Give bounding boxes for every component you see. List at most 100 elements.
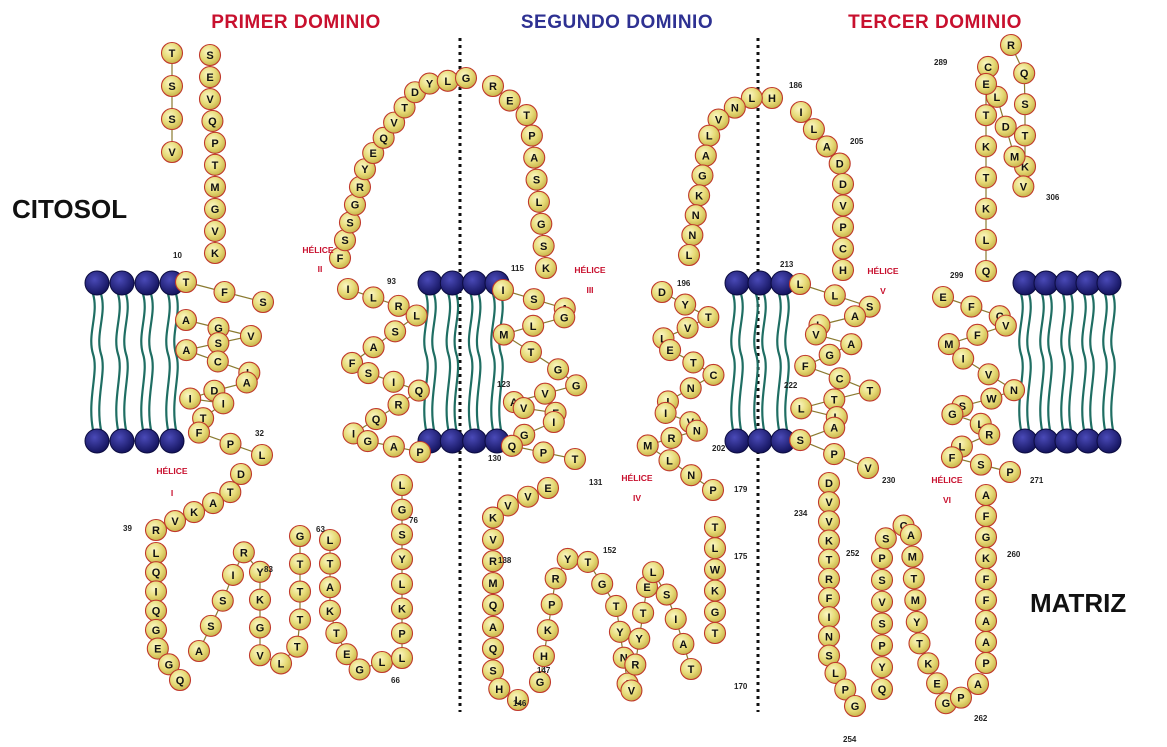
residue-number: 93: [387, 277, 396, 286]
svg-text:A: A: [326, 582, 334, 594]
svg-text:S: S: [391, 326, 398, 338]
svg-text:T: T: [169, 48, 176, 60]
residue-a: A: [695, 145, 716, 166]
residue-m: M: [637, 435, 658, 456]
svg-text:E: E: [982, 79, 989, 91]
svg-text:T: T: [983, 172, 990, 184]
svg-text:T: T: [183, 277, 190, 289]
svg-text:S: S: [663, 590, 670, 602]
svg-text:Y: Y: [398, 554, 406, 566]
svg-text:S: S: [825, 651, 832, 663]
svg-text:E: E: [206, 72, 213, 84]
residue-t: T: [176, 272, 197, 293]
residue-t: T: [290, 581, 311, 602]
lipid-tail: [432, 294, 435, 430]
svg-text:N: N: [1010, 385, 1018, 397]
residue-number: 130: [488, 454, 502, 463]
svg-text:S: S: [365, 368, 372, 380]
residue-d: D: [652, 282, 673, 303]
lipid-tail: [1090, 294, 1093, 430]
svg-text:S: S: [530, 294, 537, 306]
residue-d: D: [829, 153, 850, 174]
svg-text:IV: IV: [633, 493, 641, 503]
residue-a: A: [845, 306, 866, 327]
svg-text:N: N: [731, 103, 739, 115]
residue-t: T: [683, 352, 704, 373]
svg-text:R: R: [489, 81, 497, 93]
svg-text:V: V: [168, 147, 176, 159]
lipid-head: [725, 429, 749, 453]
residue-r: R: [483, 76, 504, 97]
svg-text:V: V: [520, 403, 528, 415]
residue-g: G: [548, 359, 569, 380]
svg-text:S: S: [215, 338, 222, 350]
svg-text:I: I: [231, 570, 234, 582]
lipid-bilayer-1: [85, 271, 184, 453]
residue-a: A: [189, 641, 210, 662]
residue-number: 252: [846, 549, 860, 558]
lipid-head: [1055, 429, 1079, 453]
residue-i: I: [146, 581, 167, 602]
residue-s: S: [253, 292, 274, 313]
residue-r: R: [146, 520, 167, 541]
residue-t: T: [705, 623, 726, 644]
svg-text:N: N: [687, 383, 695, 395]
residue-c: C: [703, 364, 724, 385]
svg-text:HÉLICE: HÉLICE: [621, 473, 653, 483]
svg-text:S: S: [341, 235, 348, 247]
residue-v: V: [819, 492, 840, 513]
svg-text:F: F: [974, 330, 981, 342]
residue-k: K: [819, 530, 840, 551]
residue-l: L: [392, 648, 413, 669]
lipid-tail: [99, 294, 102, 430]
helix-label-v: HÉLICE V: [867, 266, 899, 296]
svg-text:T: T: [523, 110, 530, 122]
lipid-tail: [731, 294, 734, 430]
svg-text:V: V: [390, 118, 398, 130]
svg-text:I: I: [552, 417, 555, 429]
svg-text:I: I: [154, 586, 157, 598]
residue-g: G: [705, 601, 726, 622]
svg-text:S: S: [977, 460, 984, 472]
svg-text:P: P: [842, 684, 849, 696]
residue-k: K: [536, 258, 557, 279]
svg-text:V: V: [985, 369, 993, 381]
svg-text:T: T: [640, 608, 647, 620]
svg-text:L: L: [706, 131, 713, 143]
svg-text:S: S: [1021, 99, 1028, 111]
residue-l: L: [705, 538, 726, 559]
residue-r: R: [819, 568, 840, 589]
svg-text:A: A: [182, 345, 190, 357]
residue-l: L: [790, 274, 811, 295]
residue-a: A: [320, 577, 341, 598]
residue-k: K: [320, 600, 341, 621]
residue-p: P: [872, 548, 893, 569]
residue-y: Y: [557, 548, 578, 569]
svg-text:R: R: [985, 429, 993, 441]
residue-i: I: [791, 102, 812, 123]
svg-text:T: T: [690, 357, 697, 369]
svg-text:P: P: [982, 658, 989, 670]
residue-v: V: [517, 486, 538, 507]
residue-l: L: [679, 245, 700, 266]
lipid-tail: [1069, 294, 1072, 430]
residue-l: L: [659, 450, 680, 471]
lipid-head: [748, 271, 772, 295]
residue-m: M: [483, 573, 504, 594]
residue-links: [156, 45, 1025, 706]
amino-acid-residues: TSSVSEVQPTMGVKTFSAGVSACLADIITFPLDTAKVRLQ…: [146, 35, 1036, 717]
residue-e: E: [660, 340, 681, 361]
residue-a: A: [824, 417, 845, 438]
svg-text:L: L: [530, 321, 537, 333]
residue-l: L: [523, 315, 544, 336]
svg-text:G: G: [398, 505, 407, 517]
svg-text:F: F: [349, 358, 356, 370]
residue-l: L: [643, 562, 664, 583]
svg-text:P: P: [878, 640, 885, 652]
residue-w: W: [981, 388, 1002, 409]
svg-text:II: II: [318, 264, 323, 274]
residue-s: S: [790, 430, 811, 451]
svg-text:Y: Y: [426, 79, 434, 91]
svg-text:K: K: [825, 536, 833, 548]
residue-a: A: [176, 340, 197, 361]
